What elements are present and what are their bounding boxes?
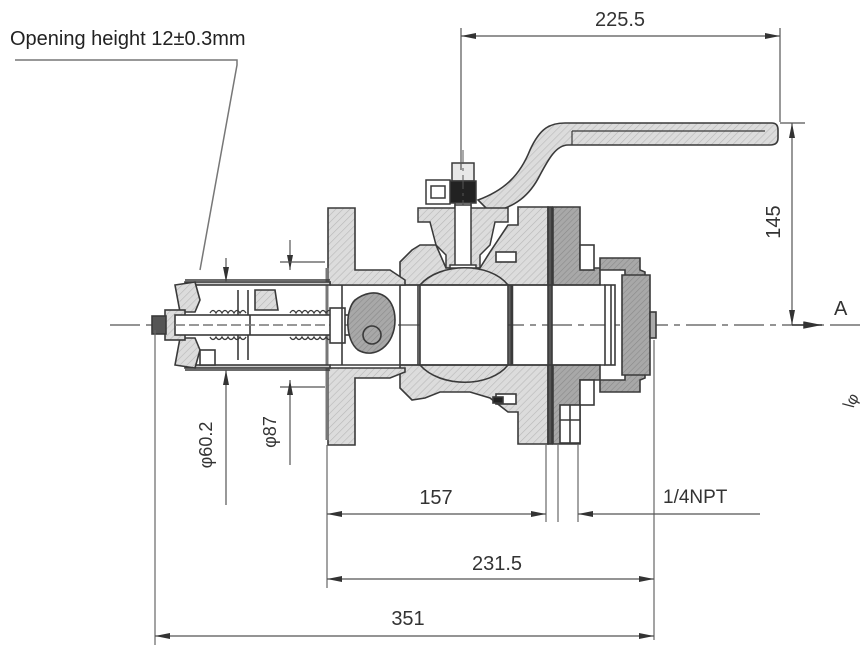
dim-handle-height-value: 145 (763, 205, 785, 238)
relief-flange (325, 207, 406, 446)
valve-body (399, 206, 549, 445)
handle-lever (476, 122, 779, 213)
dim-relief-outer-diameter-value: φ60.2 (196, 422, 216, 469)
dim-body-to-flange-value: 157 (419, 487, 452, 509)
opening-height-label: Opening height 12±0.3mm (10, 28, 246, 50)
dim-relief-flange-diameter (280, 240, 325, 465)
dim-handle-length (460, 28, 781, 170)
extension-lines (154, 330, 655, 645)
dim-overall-length-value: 351 (391, 608, 424, 630)
dim-port-thread-value: 1/4NPT (663, 487, 728, 508)
dim-body-length-value: 231.5 (472, 553, 522, 575)
section-label-a: A (834, 298, 848, 320)
end-cap (599, 257, 657, 393)
dim-handle-length-value: 225.5 (595, 9, 645, 31)
dim-relief-flange-diameter-value: φ87 (260, 416, 280, 448)
spring (209, 309, 333, 341)
dim-handle-height (780, 122, 805, 325)
relief-housing (151, 279, 401, 371)
opening-height-leader (15, 59, 238, 271)
partial-diameter-label: \φ (841, 391, 863, 412)
flange-right (547, 206, 601, 445)
